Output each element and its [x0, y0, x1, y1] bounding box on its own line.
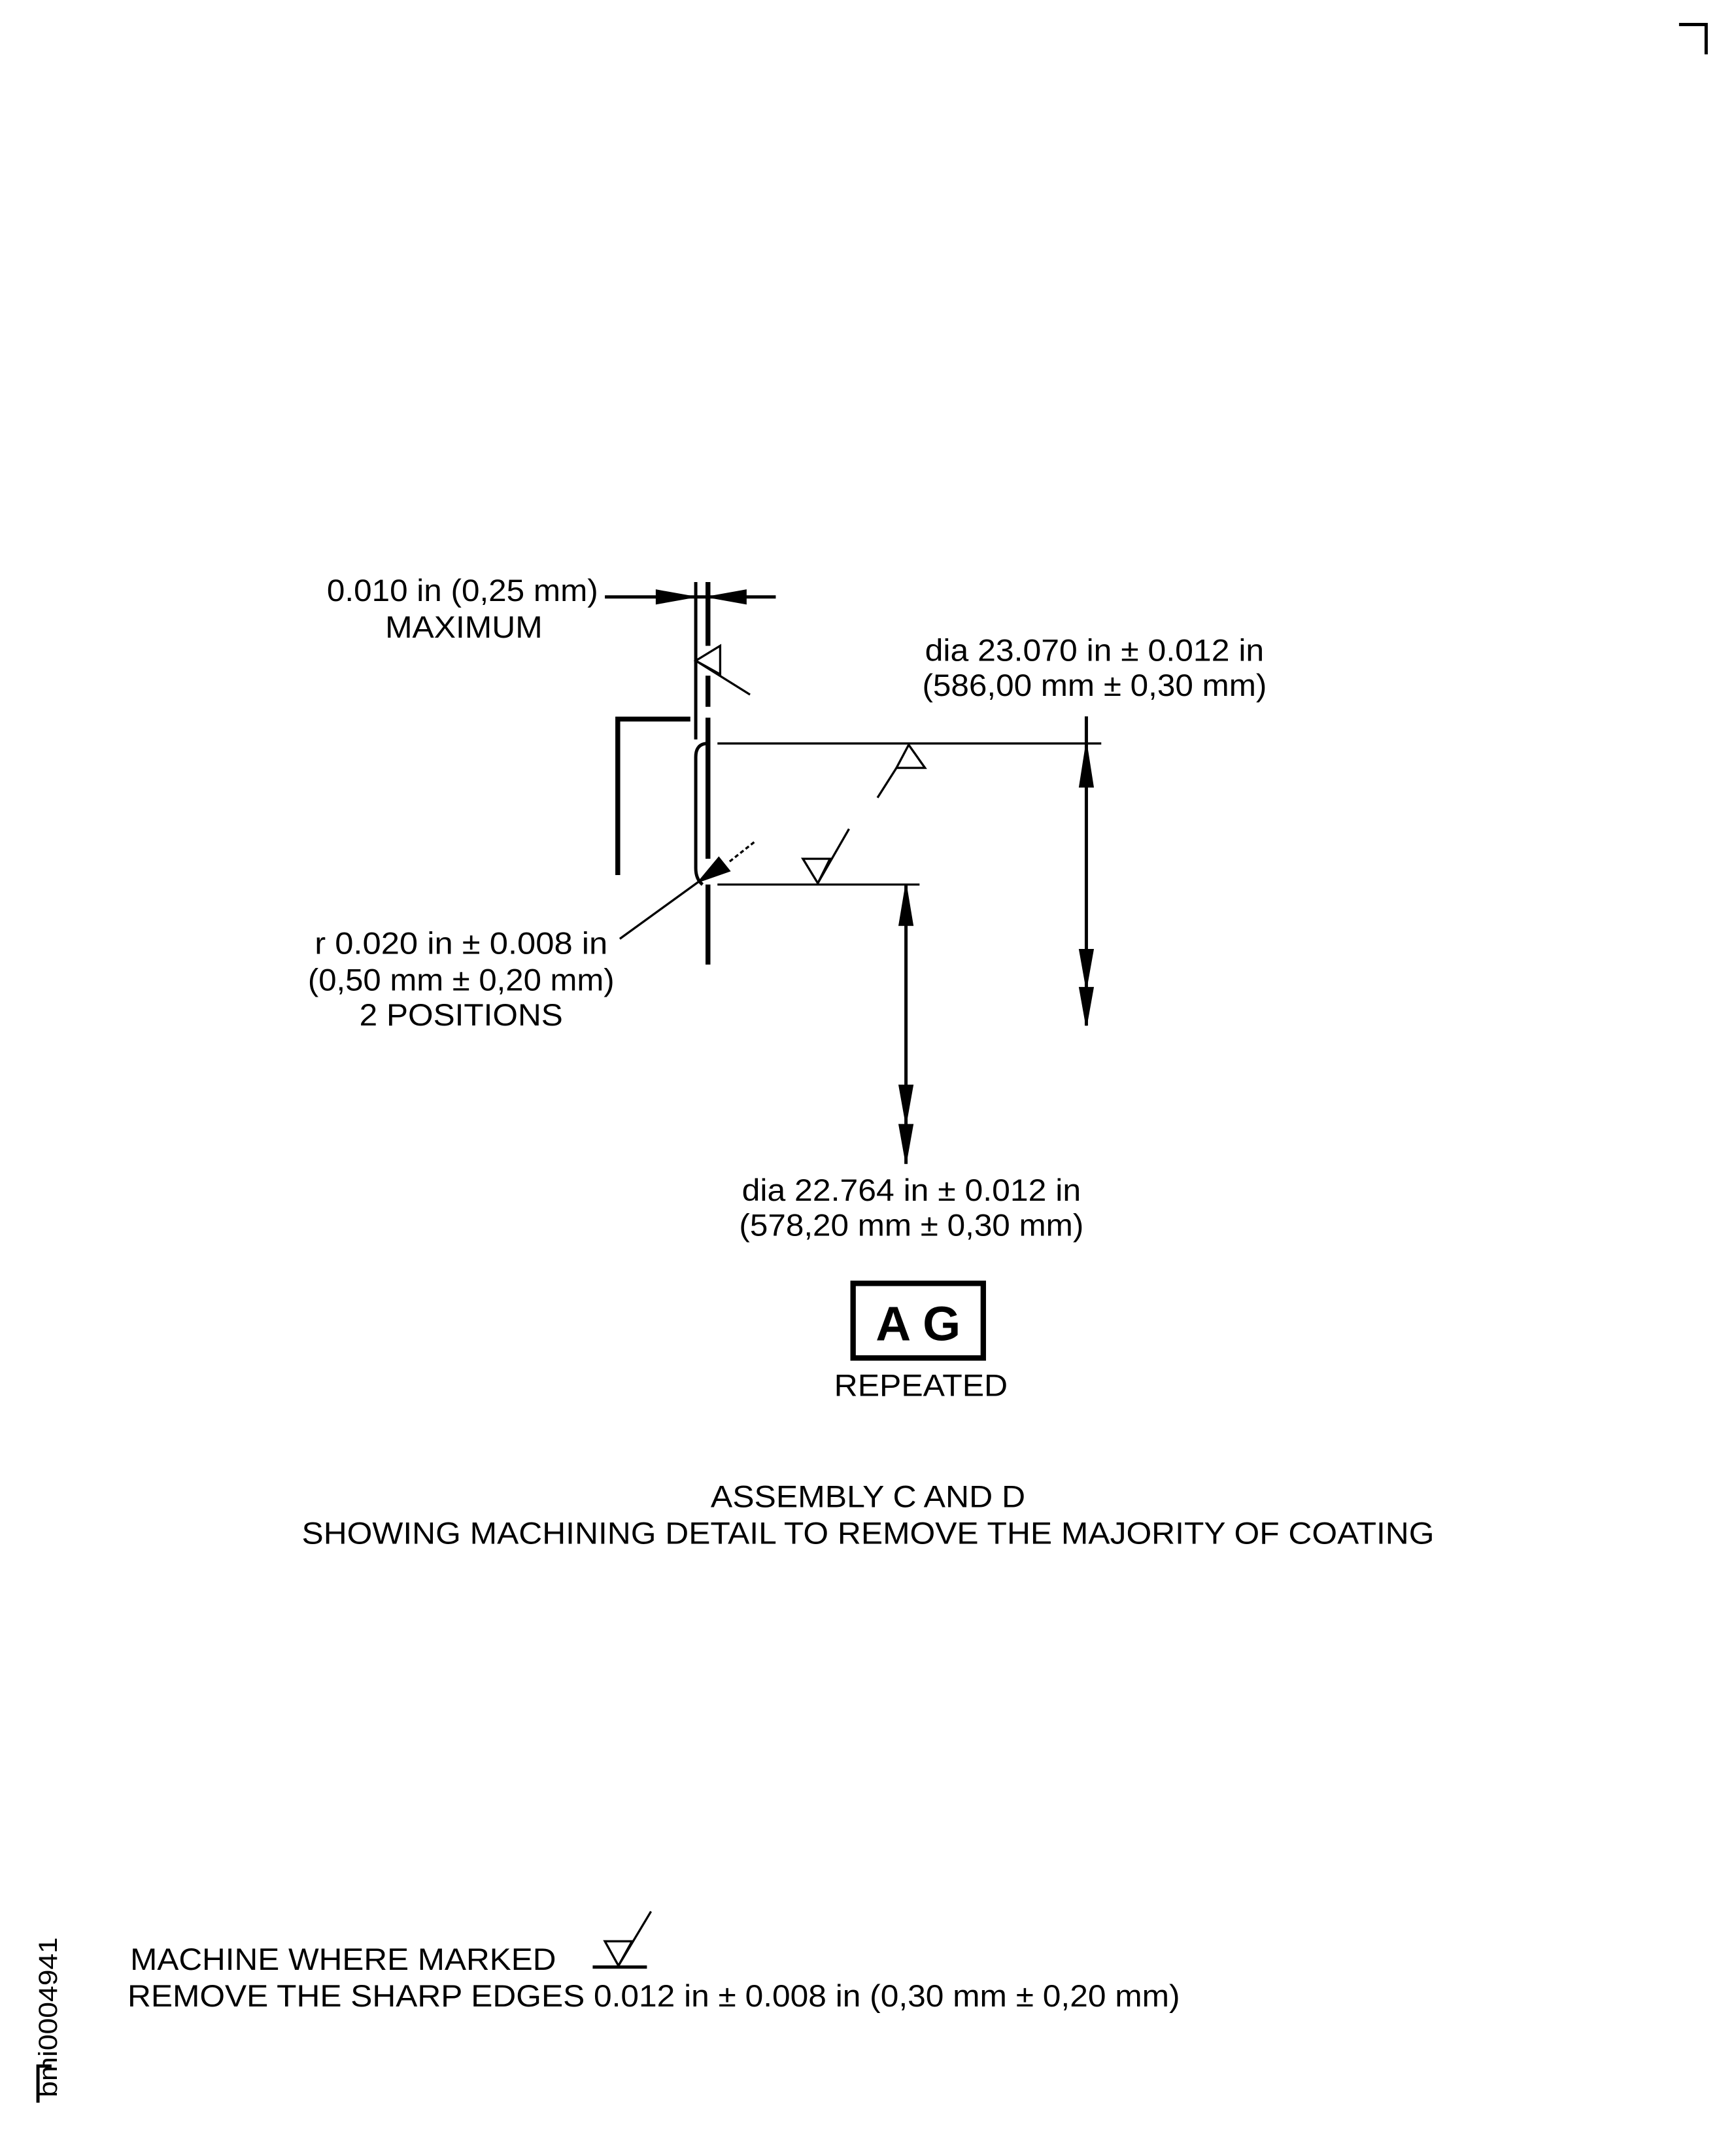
- outer-diameter-line1: dia 23.070 in ± 0.012 in: [925, 633, 1265, 668]
- machining-symbol-icon: [800, 828, 850, 886]
- note-machine-where-marked: MACHINE WHERE MARKED: [130, 1942, 556, 1977]
- arrow-right-icon: [655, 589, 695, 605]
- adjacent-part-outline: [615, 716, 690, 875]
- arrow-down-icon: [1078, 949, 1095, 988]
- radius-line2: (0,50 mm ± 0,20 mm): [308, 963, 615, 997]
- reference-box-caption: REPEATED: [834, 1368, 1008, 1403]
- arrow-up-icon: [898, 884, 914, 926]
- gap-dimension-value: 0.010 in (0,25 mm): [327, 574, 598, 608]
- arrow-down-icon: [898, 1084, 914, 1124]
- machining-symbol-icon: [592, 1910, 653, 1969]
- corner-mark-top-right: [1678, 22, 1708, 55]
- radius-line1: r 0.020 in ± 0.008 in: [315, 926, 607, 961]
- caption-subtitle: SHOWING MACHINING DETAIL TO REMOVE THE M…: [302, 1517, 1435, 1551]
- gap-dimension-qualifier: MAXIMUM: [385, 610, 543, 645]
- arrow-down-icon: [1078, 987, 1095, 1026]
- reference-box-label: A G: [876, 1296, 961, 1351]
- reference-box: [850, 1281, 986, 1361]
- machining-symbol-icon: [876, 742, 927, 799]
- inner-diameter-line2: (578,20 mm ± 0,30 mm): [739, 1209, 1083, 1243]
- arrow-down-icon: [898, 1124, 914, 1163]
- inner-diameter-line1: dia 22.764 in ± 0.012 in: [742, 1173, 1081, 1208]
- arrow-left-icon: [707, 589, 747, 605]
- outer-diameter-line2: (586,00 mm ± 0,30 mm): [922, 668, 1267, 703]
- arrow-icon: [696, 856, 731, 884]
- radius-leader-extension: [728, 840, 757, 863]
- note-sharp-edges: REMOVE THE SHARP EDGES 0.012 in ± 0.008 …: [128, 1979, 1180, 2014]
- corner-mark-bottom-left: [36, 2064, 52, 2103]
- machining-symbol-icon: [693, 644, 751, 696]
- caption-title: ASSEMBLY C AND D: [711, 1480, 1025, 1515]
- arrow-up-icon: [1078, 743, 1095, 788]
- radius-line3: 2 POSITIONS: [360, 998, 563, 1033]
- figure-id: bmi0004941: [34, 1937, 63, 2097]
- radius-leader-line: [619, 881, 700, 940]
